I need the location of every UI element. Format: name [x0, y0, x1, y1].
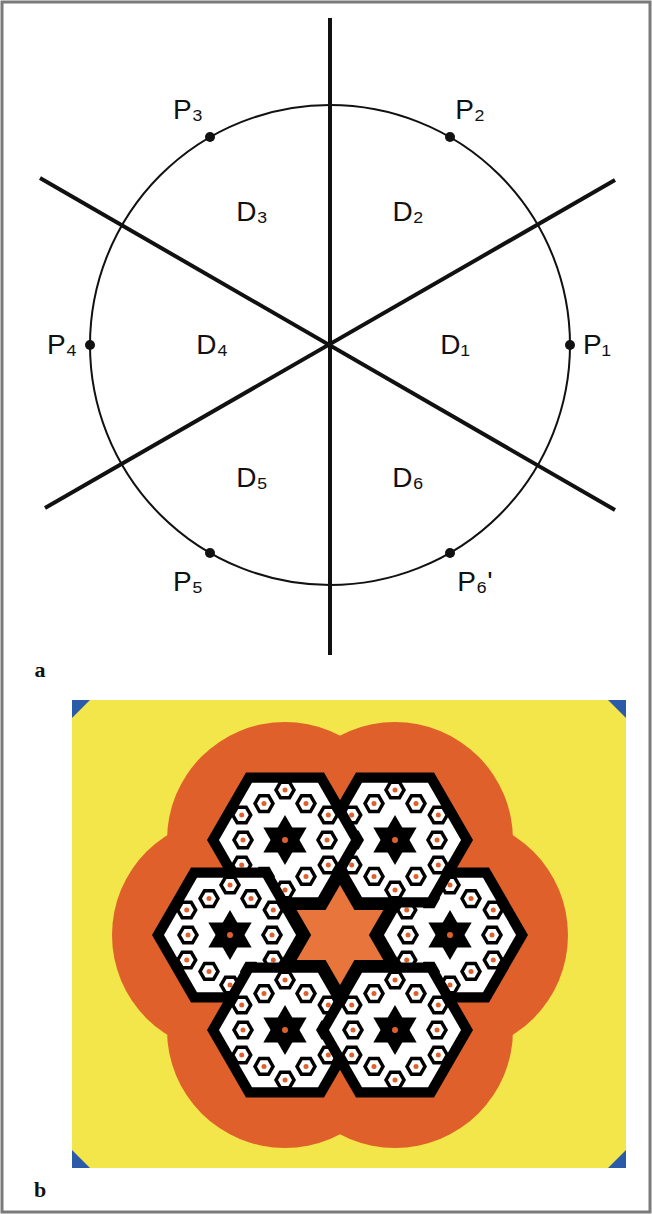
- panel-letter: a: [35, 659, 46, 681]
- region-label: D₅: [236, 464, 268, 492]
- point-label: P₁: [583, 331, 611, 359]
- point-label: P₂: [455, 96, 485, 124]
- point-label: P₅: [173, 568, 203, 596]
- region-label: D₆: [392, 464, 424, 492]
- region-label: D₂: [392, 198, 423, 226]
- point-label: P₆': [457, 568, 492, 596]
- panel-letter: b: [34, 1179, 46, 1201]
- point-label: P₃: [173, 96, 203, 124]
- region-label: D₄: [196, 331, 228, 359]
- fractal-image: [72, 700, 626, 1168]
- region-label: D₁: [440, 331, 470, 359]
- point-label: P₄: [47, 331, 77, 359]
- region-label: D₃: [236, 198, 268, 226]
- sector-diagram: [40, 18, 615, 655]
